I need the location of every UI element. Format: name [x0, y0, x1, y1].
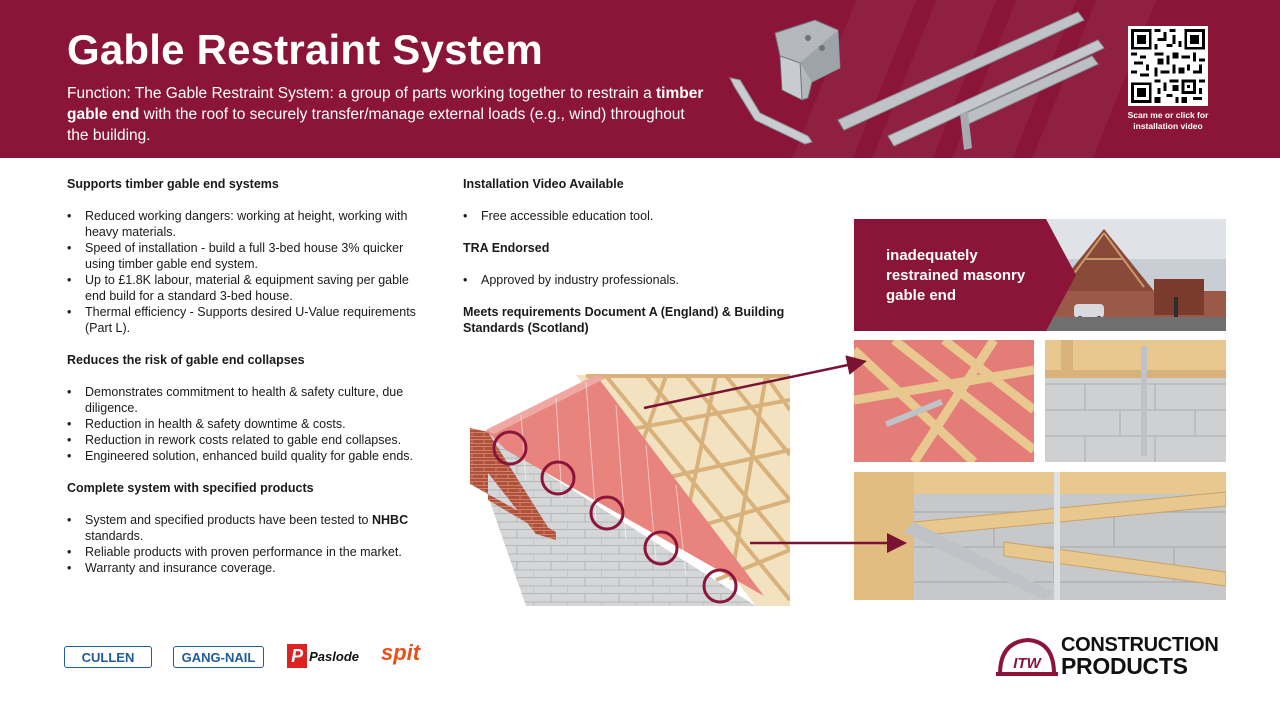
- gang-nail-logo-text: GANG-NAIL: [181, 649, 256, 665]
- list-item: Reduced working dangers: working at heig…: [67, 208, 427, 240]
- list-item: Approved by industry professionals.: [463, 272, 813, 288]
- header-banner: Gable Restraint System Function: The Gab…: [0, 0, 1280, 158]
- list-item: Warranty and insurance coverage.: [67, 560, 427, 576]
- function-description: Function: The Gable Restraint System: a …: [67, 83, 707, 146]
- itw-text: ITW: [1013, 655, 1042, 672]
- section-heading: Reduces the risk of gable end collapses: [67, 353, 305, 367]
- restraint-point-marker: [643, 530, 679, 566]
- paslode-logo-text: Paslode: [309, 648, 359, 664]
- gable-end-diagram: [470, 374, 790, 606]
- paslode-logo: P Paslode: [287, 642, 359, 670]
- bullet-list: System and specified products have been …: [67, 512, 427, 576]
- qr-caption[interactable]: Scan me or click for installation video: [1127, 110, 1209, 131]
- list-item: Demonstrates commitment to health & safe…: [67, 384, 427, 416]
- products-text: PRODUCTS: [1061, 653, 1188, 679]
- function-text-end: with the roof to securely transfer/manag…: [67, 106, 685, 144]
- qr-code[interactable]: [1128, 26, 1208, 106]
- list-item: System and specified products have been …: [67, 512, 427, 544]
- truss-strap-photo: [854, 340, 1034, 462]
- section-heading: Supports timber gable end systems: [67, 177, 279, 191]
- section-heading: Complete system with specified products: [67, 481, 314, 495]
- section-heading: Meets requirements Document A (England) …: [463, 305, 785, 335]
- list-item: Reliable products with proven performanc…: [67, 544, 427, 560]
- cullen-logo: CULLEN: [64, 646, 152, 668]
- restraint-point-marker: [492, 430, 528, 466]
- strap-on-blockwork-photo: [1045, 340, 1226, 462]
- list-item: Engineered solution, enhanced build qual…: [67, 448, 427, 464]
- restraint-point-marker: [540, 460, 576, 496]
- cullen-logo-text: CULLEN: [81, 649, 135, 665]
- list-item: Up to £1.8K labour, material & equipment…: [67, 272, 427, 304]
- restraint-strap-installed-photo: [854, 472, 1226, 600]
- bracket-icon: [774, 19, 841, 101]
- collapsed-gable-photo: [854, 219, 1226, 331]
- list-item: Reduction in rework costs related to gab…: [67, 432, 427, 448]
- function-text: Function: The Gable Restraint System: a …: [67, 85, 657, 102]
- list-item-text: System and specified products have been …: [85, 513, 372, 527]
- function-bold-text: timber gable end: [67, 85, 704, 123]
- spit-logo: spit: [381, 640, 421, 665]
- section-heading: Installation Video Available: [463, 177, 624, 191]
- strap-icon: [837, 11, 1105, 150]
- paslode-mark-icon: P: [287, 644, 308, 668]
- features-column: Installation Video Available Free access…: [463, 176, 813, 352]
- list-item: Thermal efficiency - Supports desired U-…: [67, 304, 427, 336]
- restraint-point-marker: [702, 568, 738, 604]
- itw-construction-products-logo: ITW: [996, 637, 1058, 676]
- construction-products-wordmark: CONSTRUCTION PRODUCTS: [1061, 634, 1219, 679]
- bullet-list: Approved by industry professionals.: [463, 272, 813, 288]
- list-item-text-end: standards.: [85, 529, 144, 543]
- bullet-list: Reduced working dangers: working at heig…: [67, 208, 427, 336]
- restraint-products-image: [729, 11, 1105, 150]
- list-item: Reduction in health & safety downtime & …: [67, 416, 427, 432]
- callout-label: inadequately restrained masonry gable en…: [886, 247, 1026, 304]
- nhbc-bold: NHBC: [371, 513, 409, 527]
- section-heading: TRA Endorsed: [463, 241, 550, 255]
- list-item: Speed of installation - build a full 3-b…: [67, 240, 427, 272]
- bullet-list: Demonstrates commitment to health & safe…: [67, 384, 427, 464]
- gang-nail-logo: GANG-NAIL: [173, 646, 264, 668]
- restraint-point-marker: [589, 495, 625, 531]
- construction-text: CONSTRUCTION: [1061, 634, 1219, 656]
- bullet-list: Free accessible education tool.: [463, 208, 813, 224]
- list-item: Free accessible education tool.: [463, 208, 813, 224]
- page-title: Gable Restraint System: [67, 26, 543, 73]
- benefits-column: Supports timber gable end systems Reduce…: [67, 176, 427, 592]
- qr-code-icon: [1131, 29, 1205, 103]
